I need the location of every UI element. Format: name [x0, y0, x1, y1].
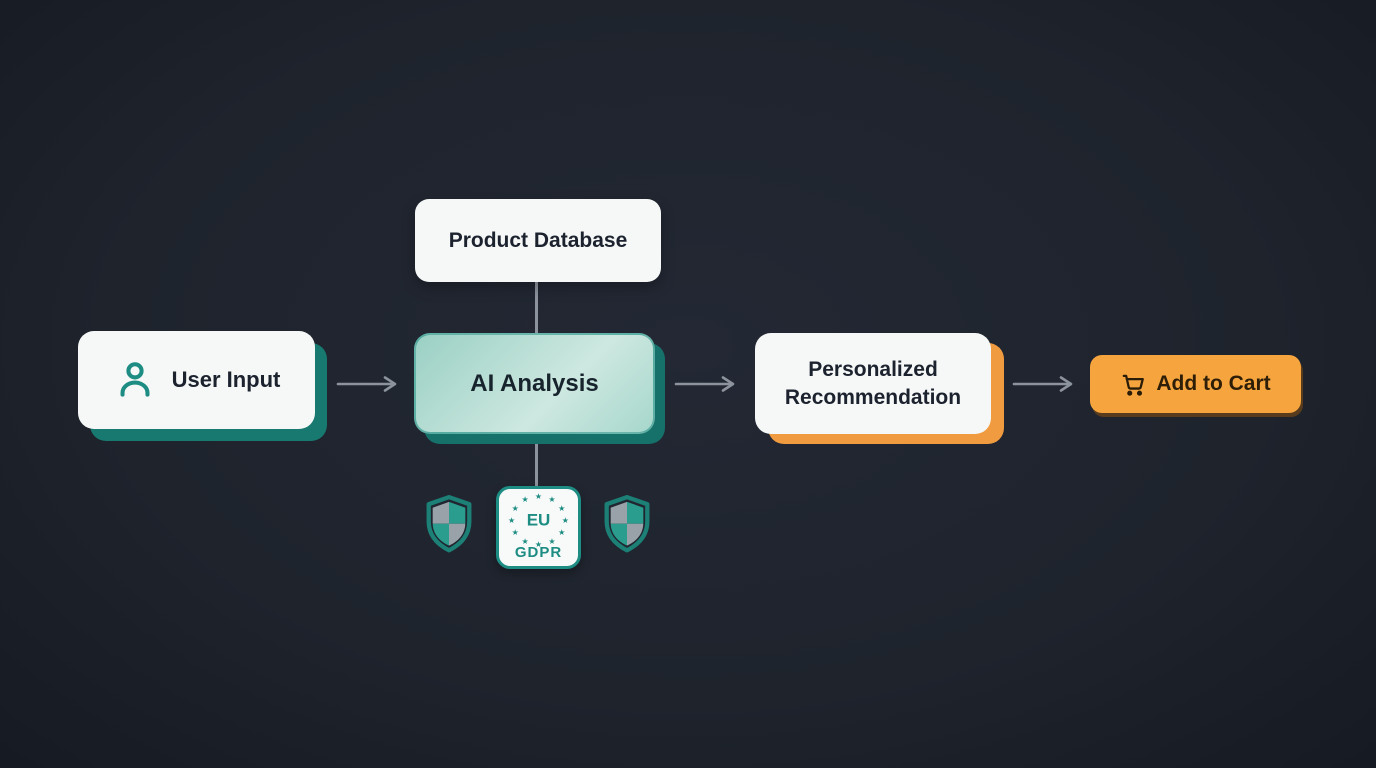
user-icon [113, 358, 157, 402]
node-user-input-label: User Input [171, 367, 281, 392]
eu-star-icon: ★ [548, 494, 556, 504]
shield-icon [602, 493, 652, 561]
eu-label: EU [526, 510, 551, 530]
eu-star-icon: ★ [558, 503, 566, 513]
add-to-cart-button[interactable]: Add to Cart [1090, 355, 1301, 413]
node-ai-analysis: AI Analysis [414, 333, 655, 434]
node-user-input: User Input [78, 331, 315, 429]
node-product-database: Product Database [415, 199, 661, 282]
arrow-right-icon [674, 375, 740, 398]
connector-ai-to-gdpr [535, 434, 538, 489]
node-personalized-recommendation: Personalized Recommendation [755, 333, 991, 434]
eu-star-icon: ★ [521, 494, 529, 504]
node-ai-analysis-label: AI Analysis [470, 369, 599, 397]
add-to-cart-label: Add to Cart [1156, 372, 1271, 395]
shopping-cart-icon [1120, 371, 1146, 397]
eu-star-icon: ★ [534, 540, 543, 550]
connector-product-db-to-ai [535, 280, 538, 336]
eu-star-icon: ★ [558, 528, 566, 538]
arrow-right-icon [1012, 375, 1078, 398]
eu-star-icon: ★ [508, 516, 516, 525]
eu-gdpr-badge: EU ★★★★★★★★★★★★ GDPR [496, 486, 581, 569]
gdpr-label: GDPR [514, 544, 563, 561]
eu-star-icon: ★ [511, 503, 519, 513]
eu-star-icon: ★ [521, 537, 529, 547]
node-personalized-recommendation-label: Personalized Recommendation [784, 358, 962, 409]
shield-icon [424, 493, 474, 561]
eu-star-icon: ★ [511, 528, 519, 538]
node-product-database-label: Product Database [448, 228, 628, 252]
eu-star-icon: ★ [561, 516, 569, 525]
eu-star-icon: ★ [548, 537, 556, 547]
eu-star-icon: ★ [534, 491, 543, 501]
arrow-right-icon [336, 375, 402, 398]
eu-stars-ring: EU ★★★★★★★★★★★★ [507, 492, 571, 550]
